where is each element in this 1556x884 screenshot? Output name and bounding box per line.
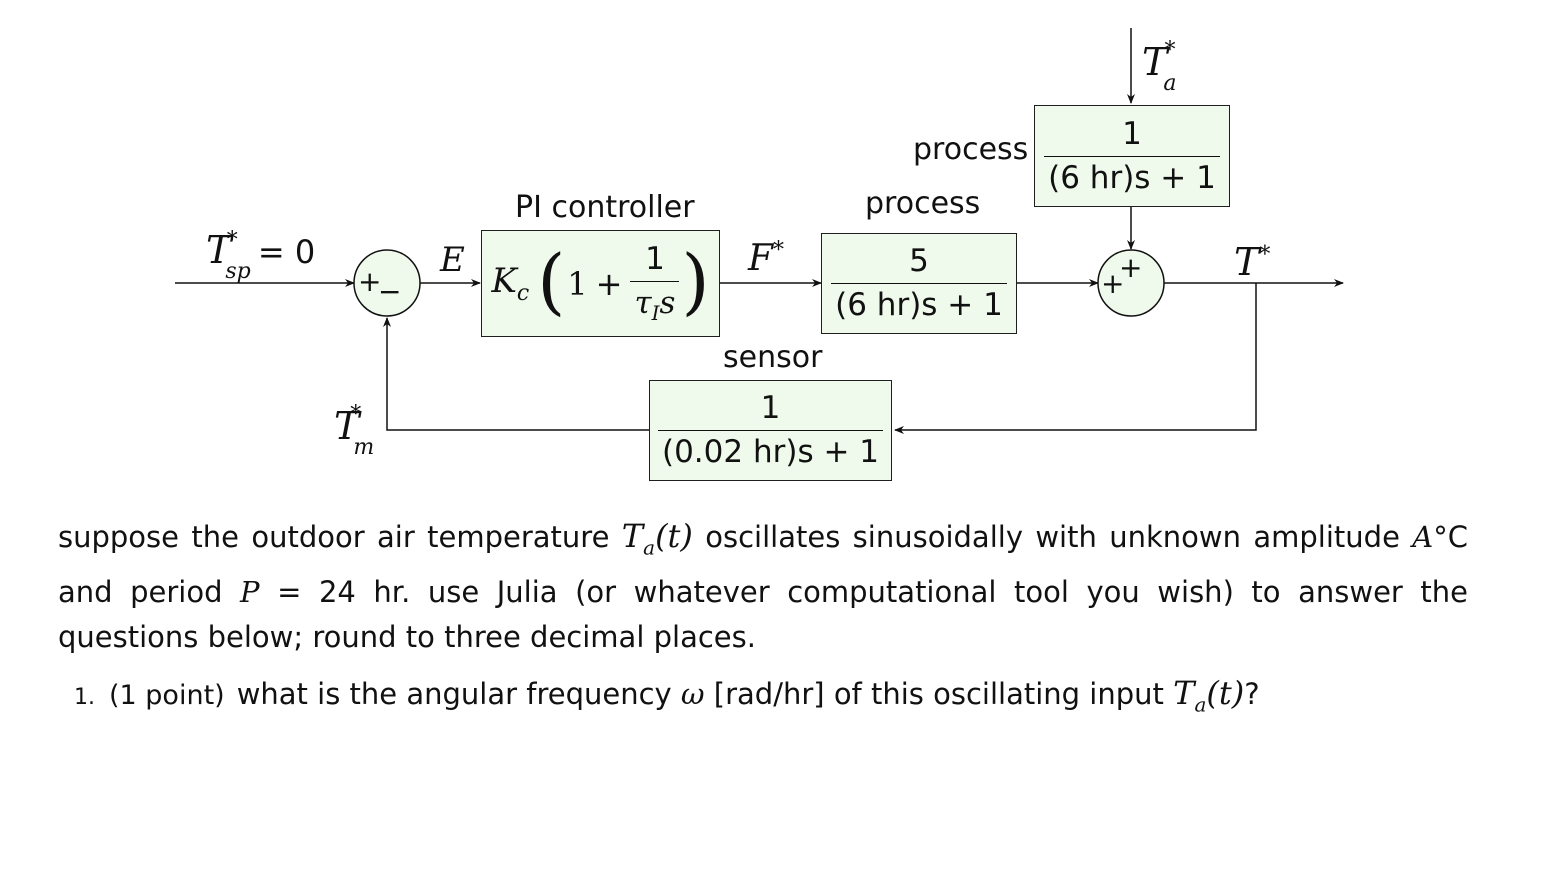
question-points: (1 point) — [109, 680, 225, 711]
process-title: process — [865, 186, 981, 221]
sensor-to-sum — [383, 317, 649, 431]
pi-controller-block: Kc ( 1 + 1 τIs ) — [481, 230, 720, 337]
controller-plus: + — [595, 264, 623, 303]
flow-label: F* — [748, 238, 784, 279]
feedback-to-sensor — [894, 283, 1257, 434]
measured-label: Tm* — [334, 402, 375, 460]
right-paren: ) — [681, 238, 710, 323]
problem-statement: suppose the outdoor air temperature Ta(t… — [58, 517, 1468, 655]
question-number: 1. — [74, 685, 95, 710]
pi-controller-title: PI controller — [515, 190, 695, 225]
controller-integral-fraction: 1 τIs — [630, 243, 680, 323]
disturbance-process-block: 1 (6 hr)s + 1 — [1034, 105, 1230, 207]
output-label: T* — [1234, 240, 1271, 284]
question-1: 1.(1 point)what is the angular frequency… — [74, 674, 1260, 717]
sum1-plus-sign: + — [358, 265, 382, 298]
sum2-plus-top-sign: + — [1119, 251, 1143, 284]
controller-one: 1 — [567, 264, 588, 303]
setpoint-label: Tsp* = 0 — [206, 228, 316, 284]
block-diagram: Tsp* = 0 + − E PI controller Kc ( 1 + 1 … — [175, 28, 1344, 481]
controller-gain: Kc — [491, 261, 530, 306]
disturbance-input-label: Ta* — [1142, 38, 1177, 96]
process-block: 5 (6 hr)s + 1 — [821, 233, 1017, 334]
sum1-minus-sign: − — [378, 275, 402, 308]
error-label: E — [440, 240, 465, 280]
diagram-lines — [175, 28, 1344, 434]
disturbance-process-title: process — [913, 132, 1029, 167]
sensor-block: 1 (0.02 hr)s + 1 — [649, 380, 892, 481]
sensor-title: sensor — [723, 340, 823, 375]
sum2-plus-left-sign: + — [1101, 267, 1125, 300]
left-paren: ( — [537, 238, 566, 323]
